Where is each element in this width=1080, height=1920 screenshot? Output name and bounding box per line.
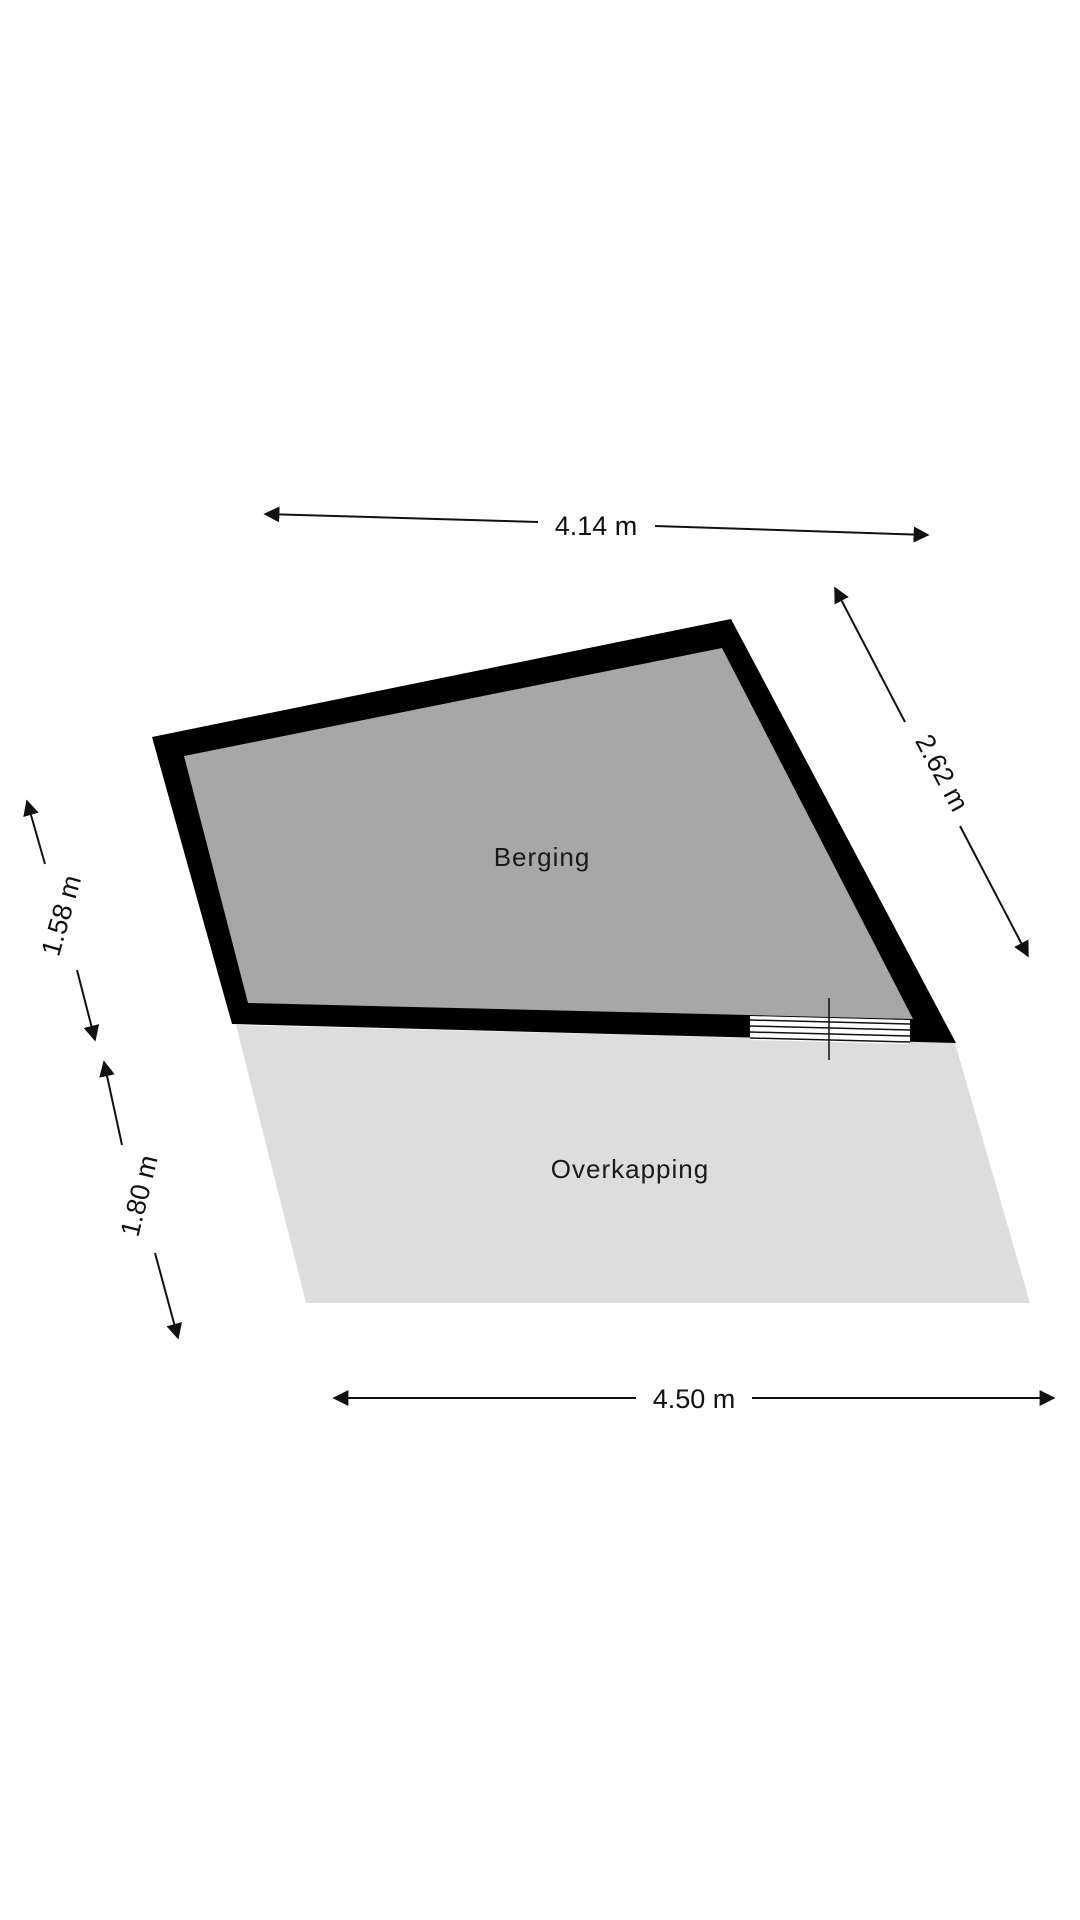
room-label-berging: Berging <box>494 842 591 872</box>
room-label-overkapping: Overkapping <box>551 1154 709 1184</box>
overkapping-area <box>236 1025 1030 1303</box>
dimension-left-lower: 1.80 m <box>99 1060 182 1340</box>
door-opening-icon <box>749 998 911 1060</box>
dimension-left-upper: 1.58 m <box>23 799 100 1042</box>
berging-floor <box>184 648 913 1019</box>
dimension-bottom: 4.50 m <box>332 1384 1056 1414</box>
dimension-top: 4.14 m <box>263 506 930 543</box>
dimension-top-label: 4.14 m <box>555 511 638 541</box>
dimension-right-label: 2.62 m <box>909 729 974 816</box>
dimension-bottom-label: 4.50 m <box>653 1384 736 1414</box>
dimension-left-lower-label: 1.80 m <box>115 1152 164 1239</box>
dimension-left-upper-label: 1.58 m <box>36 872 88 960</box>
